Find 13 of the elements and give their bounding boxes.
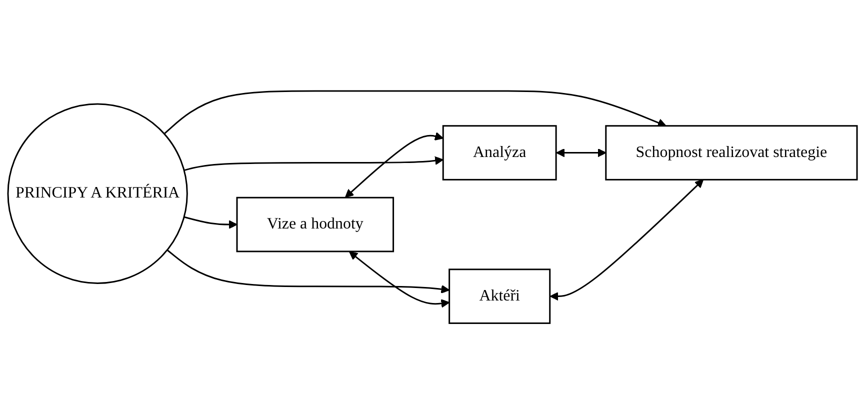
node-circle: PRINCIPY A KRITÉRIA: [7, 104, 188, 284]
arrow: [556, 148, 606, 158]
node-box: Schopnost realizovat strategie: [605, 126, 858, 181]
node-box: Vize a hodnoty: [236, 197, 394, 253]
arrow: [166, 250, 450, 294]
node-box: Analýza: [442, 126, 557, 181]
arrow: [164, 90, 666, 135]
arrow: [349, 252, 450, 308]
arrow: [184, 156, 444, 172]
arrow: [184, 216, 238, 230]
node-box: Aktéři: [448, 269, 551, 324]
arrow: [550, 180, 704, 302]
arrow: [344, 132, 444, 198]
